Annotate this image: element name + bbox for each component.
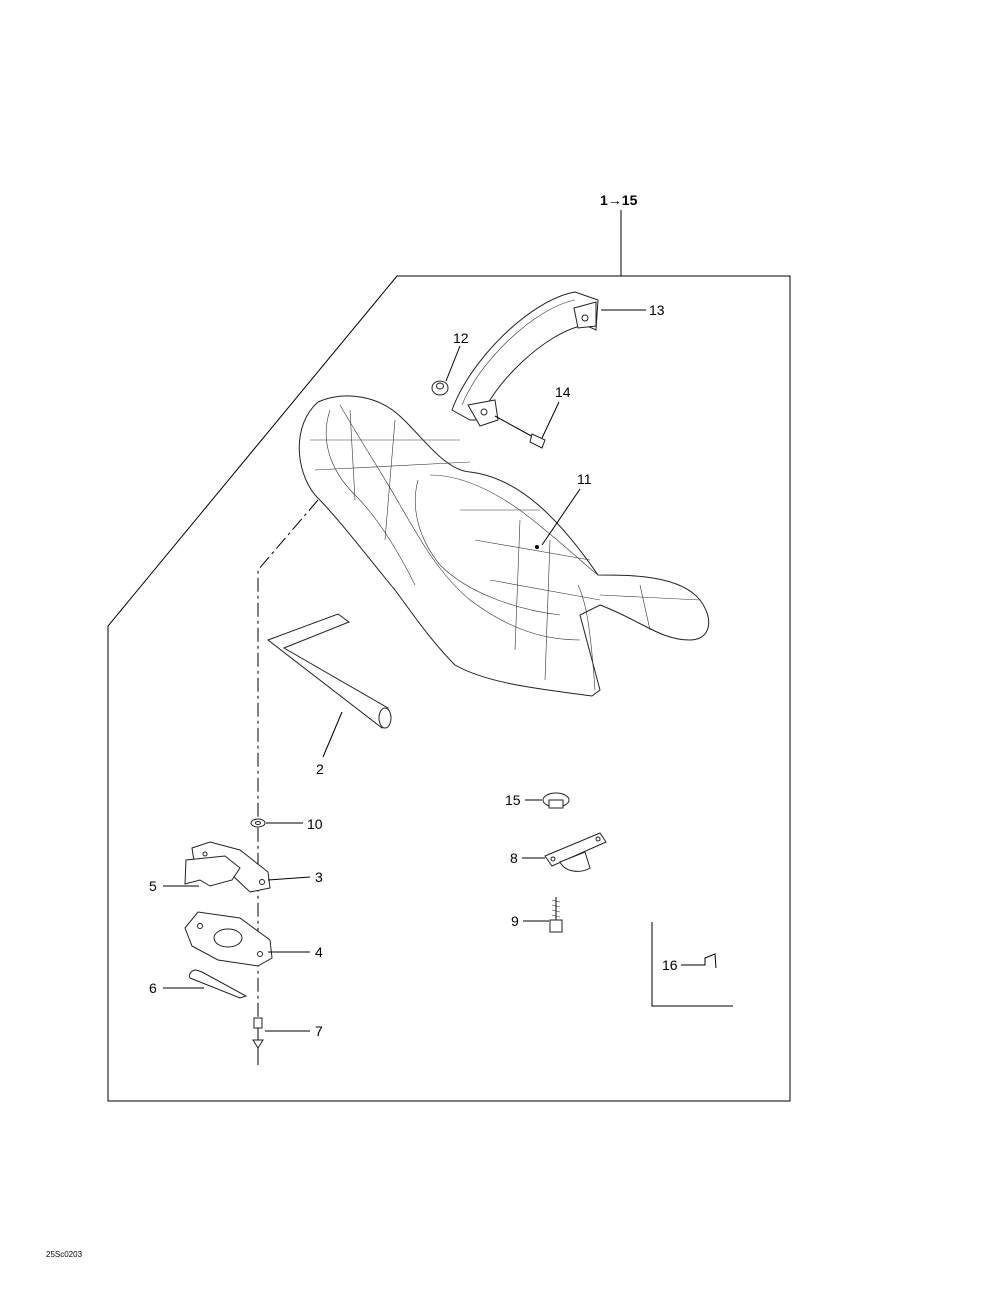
screw-part <box>494 415 546 449</box>
seat-rod <box>266 613 392 729</box>
callout-5: 5 <box>149 878 157 894</box>
callout-2: 2 <box>316 761 324 777</box>
callout-3: 3 <box>315 869 323 885</box>
callout-11: 11 <box>577 471 592 487</box>
callout-14: 14 <box>555 384 571 400</box>
callout-16: 16 <box>662 957 678 973</box>
leader-lines <box>163 309 646 1032</box>
callout-6: 6 <box>149 980 157 996</box>
callout-7: 7 <box>315 1023 323 1039</box>
callout-4: 4 <box>315 944 323 960</box>
grab-handle <box>451 291 599 427</box>
latch-plate <box>184 841 271 893</box>
callout-9: 9 <box>511 913 519 929</box>
rivet-part <box>252 1017 264 1062</box>
drawing-code: 25Sc0203 <box>46 1250 83 1259</box>
assembly-label: 1→15 <box>600 192 638 208</box>
callout-12: 12 <box>453 330 469 346</box>
washer-part <box>250 818 266 828</box>
latch-housing <box>184 911 273 967</box>
release-cable <box>189 969 248 999</box>
callout-10: 10 <box>307 816 323 832</box>
center-axis <box>257 499 319 1065</box>
assembly-frame <box>107 275 791 1102</box>
plug-part <box>542 792 570 809</box>
seat-cushion <box>298 395 710 697</box>
hook-icon <box>684 953 717 969</box>
callout-15: 15 <box>505 792 521 808</box>
legend-16-frame <box>651 922 733 1007</box>
bolt-part <box>549 897 563 933</box>
callout-8: 8 <box>510 850 518 866</box>
callout-13: 13 <box>649 302 665 318</box>
nut-part <box>431 380 449 396</box>
bracket-part <box>544 832 607 872</box>
